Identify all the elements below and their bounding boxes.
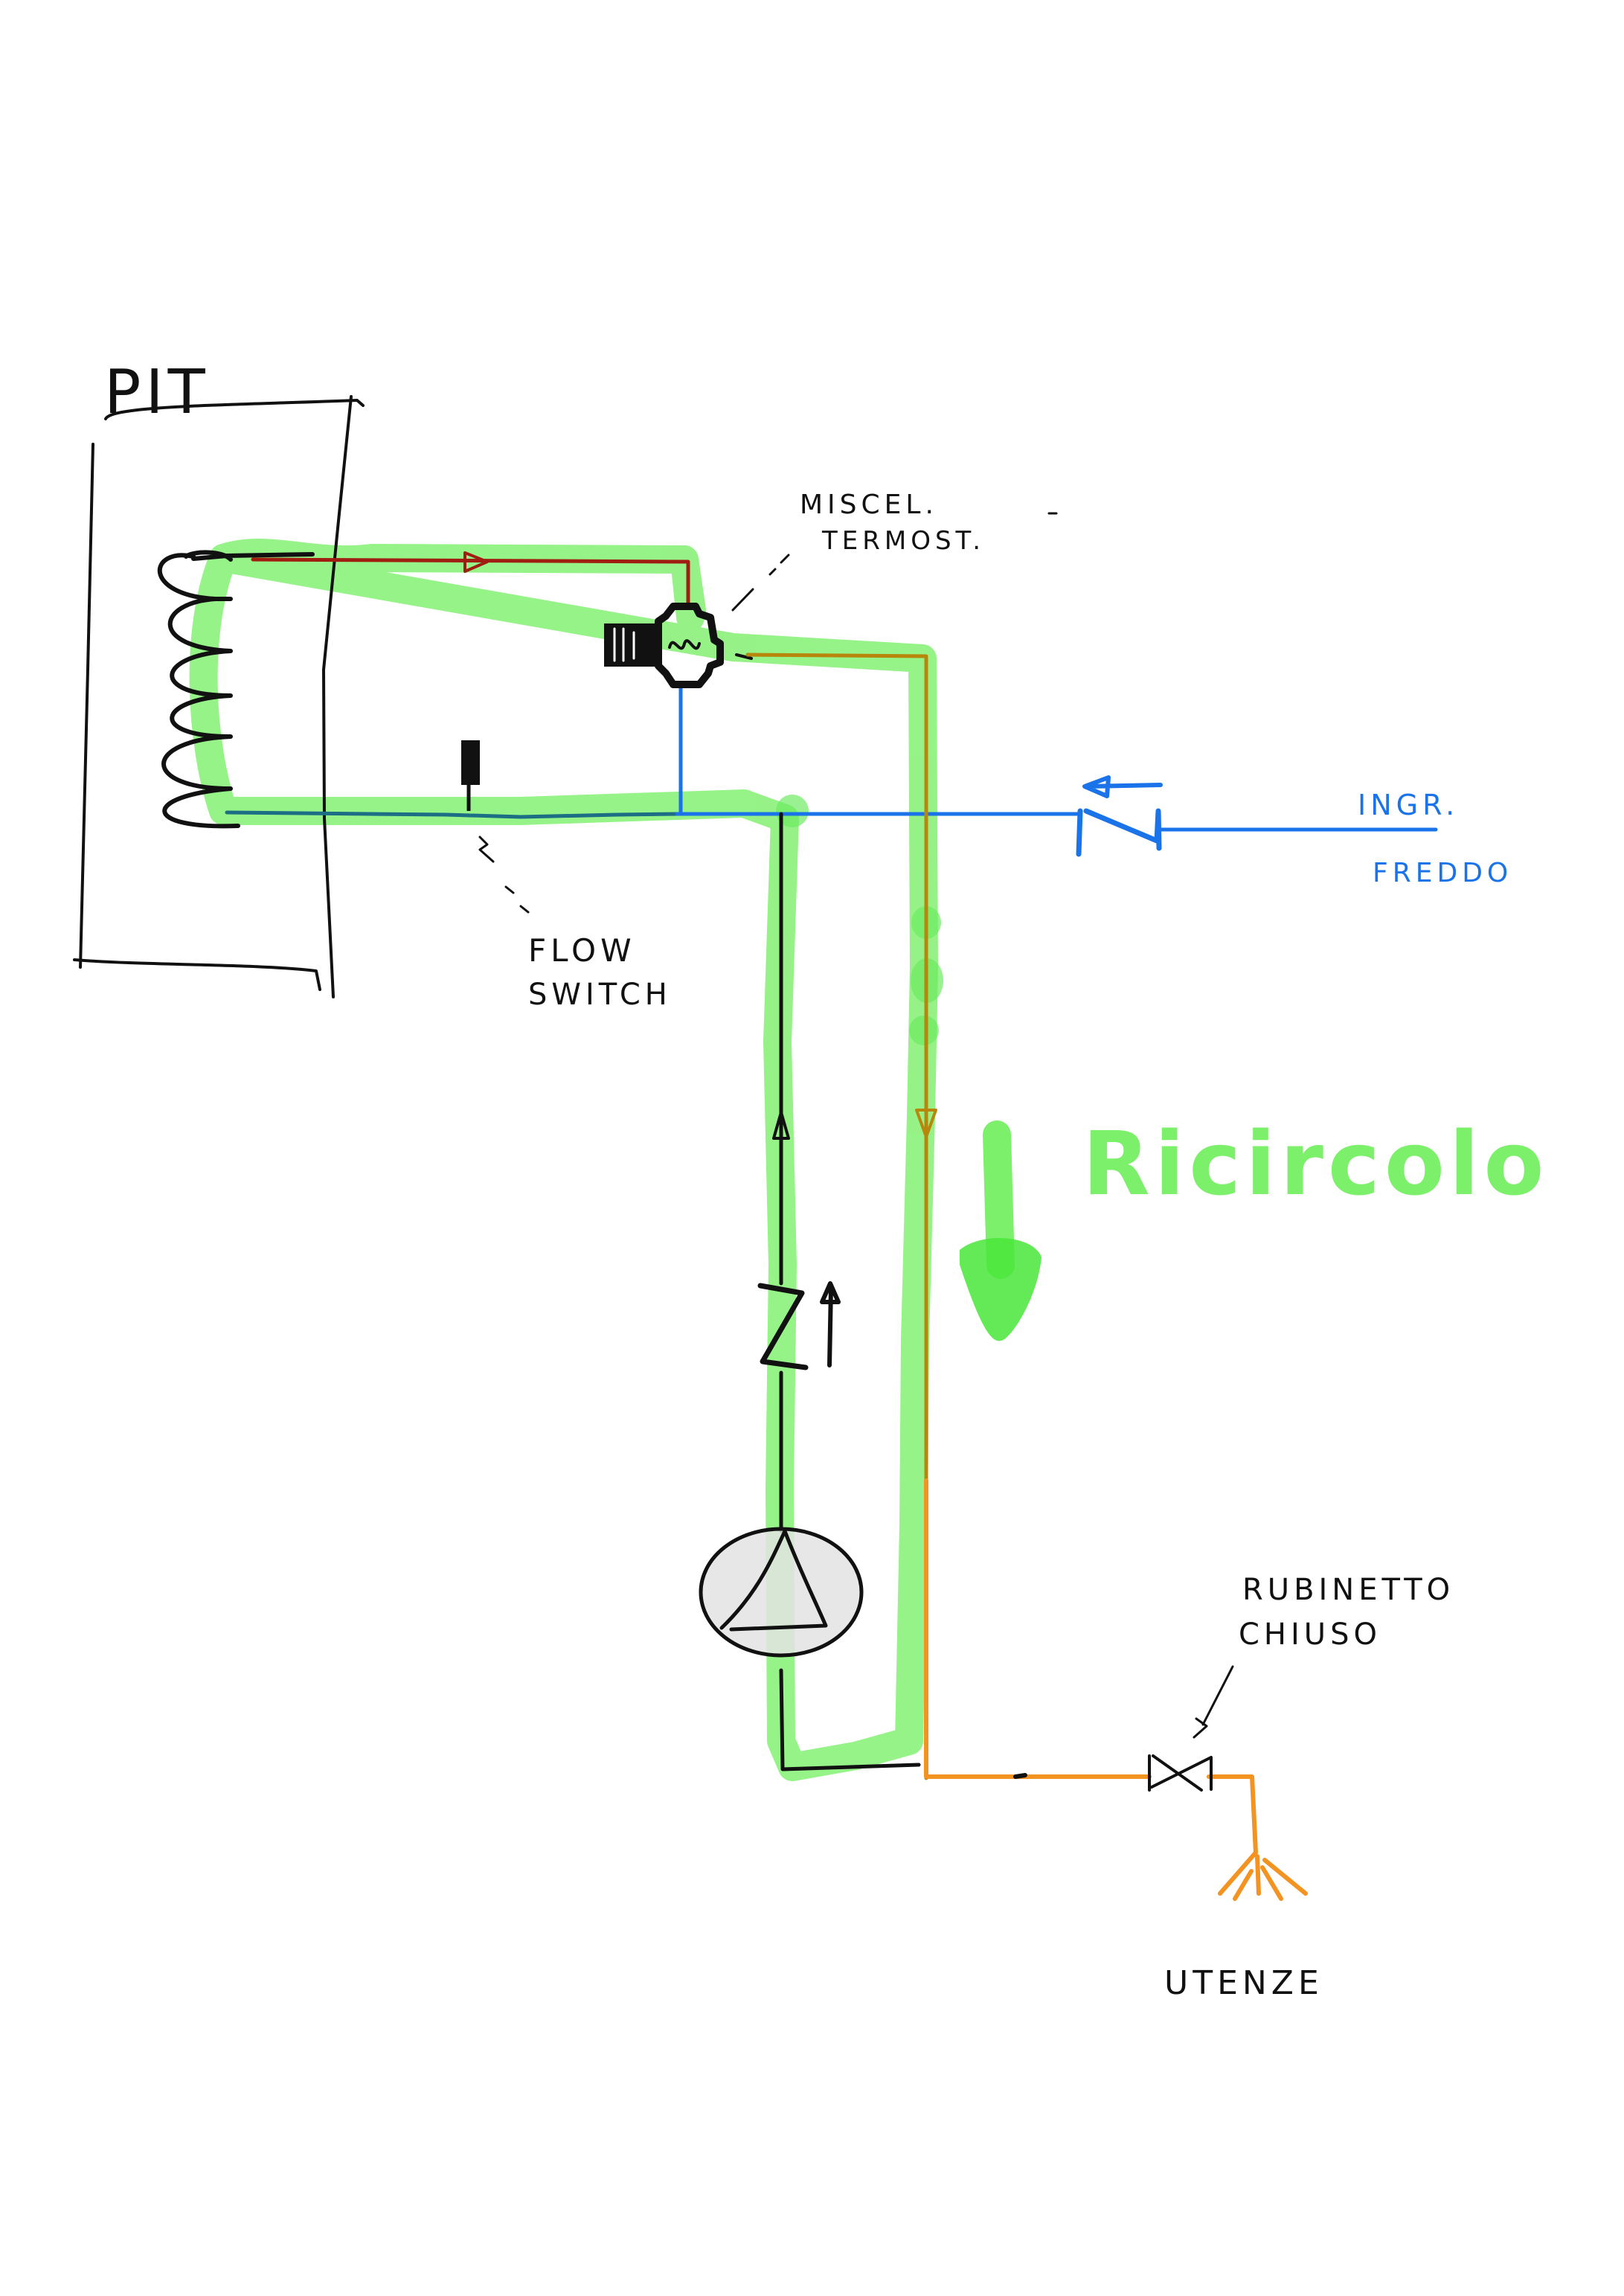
pump-triangle-icon — [719, 1529, 828, 1632]
tap-label-1: RUBINETTO — [1242, 1573, 1454, 1607]
spray-icon — [1218, 1850, 1308, 1901]
recirc-pump — [699, 1527, 864, 1658]
cold-inlet-label-2: FREDDO — [1373, 858, 1512, 888]
mixer-body-icon — [655, 603, 724, 688]
flow-direction-arrow-icon — [820, 1281, 841, 1367]
tank-left-wall — [79, 443, 94, 969]
pit-tank: PIT — [73, 357, 365, 998]
cold-inlet-check-valve: INGR. FREDDO — [1076, 775, 1512, 888]
return-pipe — [225, 810, 679, 819]
flow-switch: FLOW SWITCH — [461, 740, 672, 1012]
mixer-label-1: MISCEL. — [800, 490, 938, 520]
recirculation-label: Ricircolo — [1082, 1112, 1548, 1215]
recirculation-annotation: Ricircolo — [960, 1112, 1548, 1341]
flow-switch-icon — [461, 740, 480, 785]
flow-arrow-icon — [463, 551, 489, 573]
flow-arrow-up-icon — [772, 1111, 790, 1140]
recirc-check-valve — [757, 1281, 841, 1370]
hot-supply-pipe — [251, 551, 690, 609]
heating-coil-icon — [157, 550, 315, 829]
flow-arrow-down-icon — [915, 1109, 937, 1138]
pump-icon — [699, 1527, 864, 1658]
cold-water-pipe — [675, 686, 1438, 832]
users-label: UTENZE — [1164, 1964, 1323, 2002]
gate-valve-icon — [1148, 1754, 1213, 1792]
check-valve-icon — [757, 1283, 809, 1370]
cold-inlet-label-1: INGR. — [1358, 789, 1459, 821]
users-pipe — [924, 1478, 1258, 1855]
mixer-leader-line — [731, 554, 790, 612]
tank-bottom — [73, 958, 321, 991]
flow-arrow-left-icon — [1082, 775, 1163, 798]
tank-right-wall — [322, 395, 353, 998]
mixer-actuator-icon — [604, 623, 658, 667]
pit-label: PIT — [104, 357, 210, 428]
mixer-label-2: TERMOST. — [821, 526, 985, 556]
check-valve-icon — [1076, 808, 1162, 857]
thermostatic-mixer: MISCEL. TERMOST. — [604, 490, 985, 1780]
flow-label-2: SWITCH — [528, 978, 672, 1012]
users-outlet: UTENZE — [1164, 1850, 1323, 2002]
big-arrow-down-icon — [960, 1237, 1042, 1341]
mixed-outlet-pipe — [745, 652, 928, 1780]
closed-tap: RUBINETTO CHIUSO — [1148, 1573, 1454, 1792]
flow-label-1: FLOW — [528, 932, 636, 969]
tap-leader-arrow — [1193, 1665, 1234, 1739]
tank-top — [104, 399, 365, 420]
tap-label-2: CHIUSO — [1239, 1617, 1381, 1652]
recirculation-pipe — [779, 812, 921, 1771]
